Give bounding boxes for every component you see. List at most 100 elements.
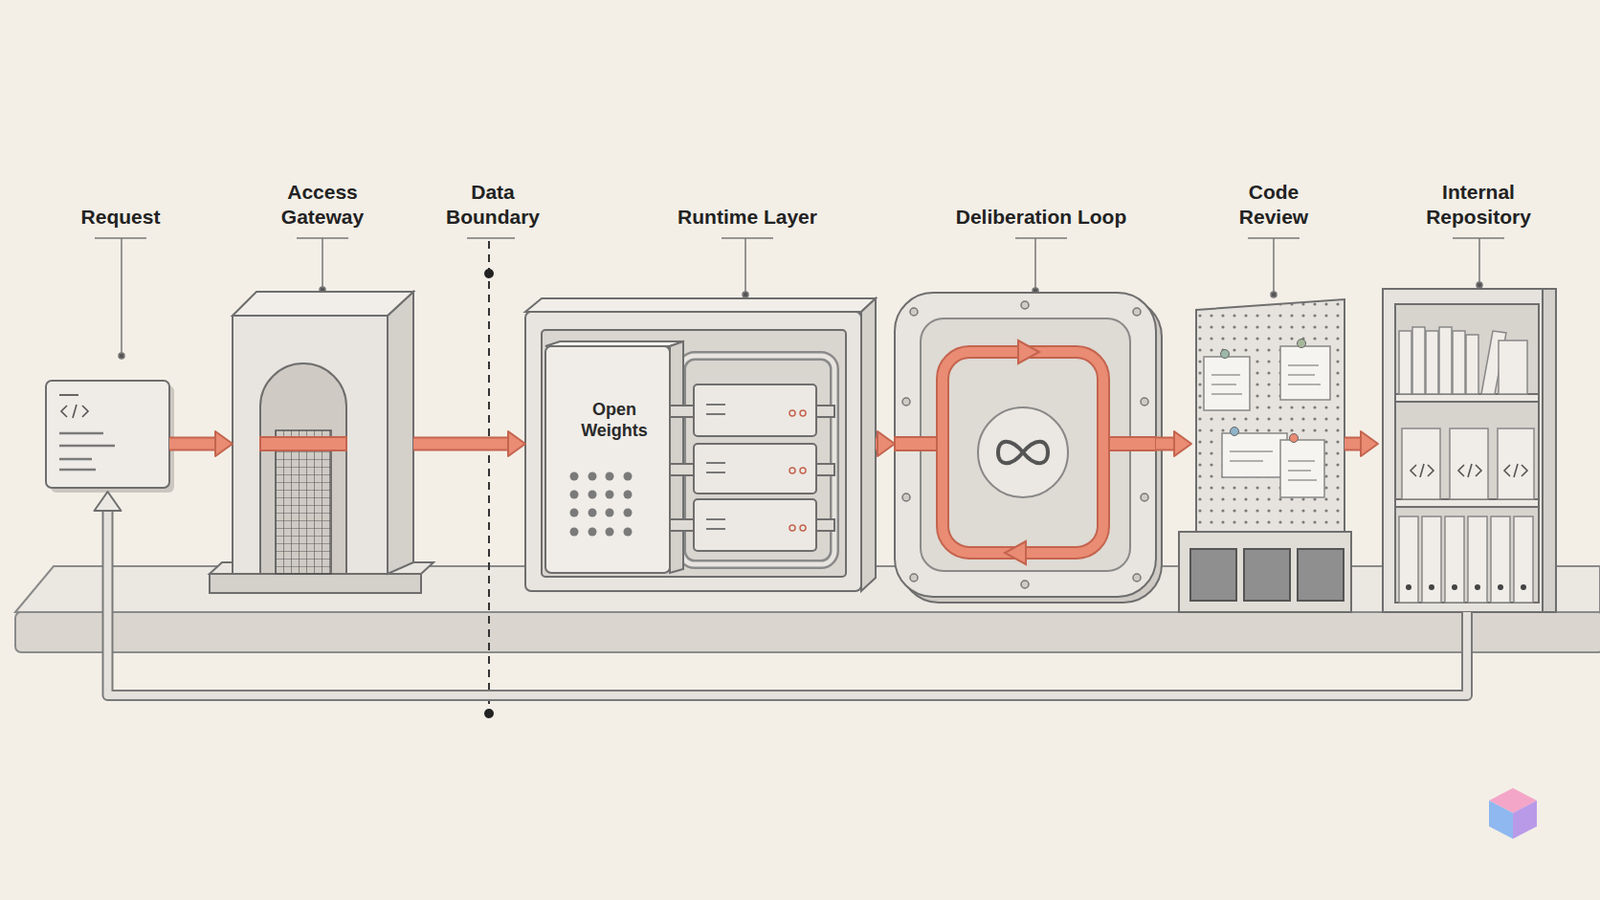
code-review-illustration — [1288, 364, 1319, 367]
node-heading: Internal Repository — [1411, 179, 1546, 230]
deliberation-illustration — [942, 352, 1104, 554]
code-review-illustration — [1297, 549, 1344, 601]
runtime-illustration — [861, 298, 876, 592]
arrow-head — [508, 431, 526, 457]
repository-illustration — [1395, 499, 1539, 508]
code-review-illustration — [1190, 549, 1237, 601]
code-review-illustration — [1288, 374, 1315, 377]
weights-node: Open Weights — [545, 341, 684, 574]
repository-illustration — [1449, 428, 1489, 500]
deliberation-illustration — [920, 318, 1131, 572]
gateway-illustration — [260, 437, 347, 451]
leader-lines — [1270, 291, 1277, 298]
code-review-illustration — [1288, 479, 1317, 482]
flow-connector — [94, 491, 1468, 696]
repository-illustration — [1399, 327, 1534, 603]
code-review-illustration — [1280, 346, 1331, 400]
request-document — [45, 380, 175, 493]
repository-illustration — [1395, 304, 1539, 603]
repository-illustration — [1428, 584, 1435, 591]
deliberation-illustration — [1004, 541, 1026, 565]
runtime-illustration — [623, 528, 633, 537]
runtime-illustration — [588, 490, 598, 500]
repository-illustration — [1395, 394, 1539, 402]
repository-illustration — [1458, 465, 1465, 477]
deliberation-illustration — [977, 407, 1068, 498]
runtime-illustration — [545, 346, 670, 574]
repository-illustration — [1498, 340, 1528, 395]
repository-illustration — [1382, 288, 1556, 613]
runtime-illustration — [669, 519, 694, 532]
repository-illustration — [1490, 516, 1511, 603]
node-text: Open Weights — [568, 399, 661, 442]
code-review-illustration — [1211, 393, 1243, 396]
runtime-illustration — [706, 528, 726, 531]
repository-illustration — [1382, 288, 1556, 613]
repository-illustration — [1405, 584, 1412, 591]
repository-illustration — [1504, 465, 1511, 477]
runtime-illustration — [669, 464, 694, 476]
leader-lines — [744, 238, 747, 295]
node-heading: Access Gateway — [260, 179, 385, 230]
runtime-illustration — [605, 509, 615, 518]
repository-illustration — [1401, 428, 1441, 500]
deliberation-illustration — [1103, 437, 1156, 451]
leader-lines — [742, 291, 749, 298]
code-review-illustration — [1222, 433, 1288, 478]
review-node: Code Review — [1191, 299, 1345, 613]
arrow-head — [1360, 431, 1378, 457]
request-document — [59, 394, 79, 397]
pipe-connector — [413, 437, 513, 452]
gateway-illustration — [275, 430, 332, 575]
repository-illustration — [1399, 331, 1412, 395]
deliberation-illustration — [894, 292, 1162, 603]
gateway-illustration — [209, 574, 422, 594]
pipe-connector — [169, 437, 221, 452]
gateway-illustration — [260, 363, 347, 575]
data-boundary-line — [484, 268, 494, 279]
runtime-illustration — [570, 509, 579, 518]
code-review-illustration — [1190, 549, 1344, 601]
repository-illustration — [1521, 465, 1528, 477]
leader-lines — [721, 237, 774, 240]
runtime-illustration — [789, 410, 796, 417]
node-heading: Code Review — [1230, 179, 1317, 230]
leader-lines — [94, 237, 147, 240]
boundary-label: Data Boundary — [430, 179, 556, 230]
flow-connector — [1155, 431, 1192, 457]
node-heading: Request — [48, 204, 193, 230]
runtime-illustration — [693, 384, 817, 437]
runtime-illustration — [623, 472, 633, 482]
request-document — [72, 404, 77, 419]
repository-illustration — [1412, 327, 1425, 395]
repository-illustration — [1475, 465, 1482, 477]
code-review-illustration — [1288, 383, 1321, 386]
node-heading: Deliberation Loop — [926, 204, 1156, 230]
gateway-node: Access Gateway — [232, 291, 414, 594]
runtime-illustration — [681, 355, 835, 565]
deliberation-illustration — [894, 292, 1156, 598]
runtime-illustration — [588, 528, 598, 537]
runtime-illustration — [669, 341, 684, 574]
arrow-head — [877, 431, 895, 457]
code-review-illustration — [1203, 346, 1331, 498]
data-boundary-line — [466, 238, 515, 719]
code-review-illustration — [1280, 440, 1325, 498]
deliberation-illustration — [1133, 574, 1141, 582]
deliberation-illustration — [1018, 340, 1040, 364]
watermark-cube — [1488, 800, 1513, 840]
request-node: Request — [45, 380, 170, 489]
request-document — [59, 444, 115, 448]
code-review-illustration — [1211, 374, 1241, 377]
repository-illustration — [1474, 584, 1481, 591]
runtime-illustration — [669, 405, 694, 418]
arrow-head — [1174, 431, 1192, 457]
pipe-connector — [108, 505, 1468, 696]
deliberation-illustration — [902, 398, 911, 406]
shelf — [15, 612, 1600, 653]
repository-illustration — [1405, 584, 1527, 591]
gateway-illustration — [209, 291, 434, 594]
flow-connector — [413, 431, 526, 457]
gateway-illustration — [387, 291, 414, 575]
